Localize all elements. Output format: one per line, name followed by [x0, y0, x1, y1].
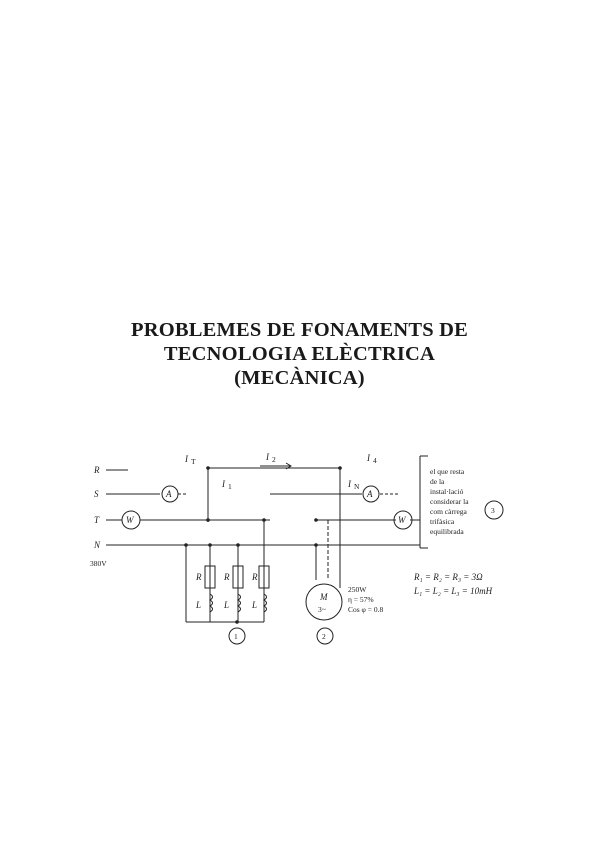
load-1-marker	[228, 627, 246, 645]
svg-text:1: 1	[228, 482, 232, 491]
current-i4-label: I	[366, 453, 371, 463]
wattmeter-2-symbol	[393, 510, 413, 530]
load-2-number: 2	[322, 632, 326, 641]
wattmeter-2-label: W	[398, 515, 407, 525]
inductance-formula: L₁ = L₂ = L₃ = 10mH	[413, 586, 493, 596]
phase-s-label: S	[94, 489, 99, 499]
svg-text:4: 4	[373, 456, 377, 465]
svg-text:N: N	[354, 482, 360, 491]
inductor-2-symbol	[237, 593, 241, 613]
ammeter-2-label: A	[366, 489, 373, 499]
note-line: com càrrega	[430, 507, 468, 516]
motor-power: 250W	[348, 585, 367, 594]
motor-type: 3~	[318, 605, 326, 614]
document-title: PROBLEMES DE FONAMENTS DE TECNOLOGIA ELÈ…	[0, 318, 599, 390]
motor-label: M	[319, 592, 328, 602]
circuit-diagram: R S T N 380V I T I 2 I 4 I 1 I N A W A W…	[90, 452, 504, 645]
current-i1-label: I	[221, 479, 226, 489]
title-line-2: TECNOLOGIA ELÈCTRICA	[163, 343, 436, 365]
ammeter-1-symbol	[161, 485, 179, 503]
inductor-1-symbol	[209, 593, 213, 613]
resistor-1-label: R	[195, 572, 202, 582]
note-line: equilibrada	[430, 527, 464, 536]
svg-text:T: T	[191, 457, 196, 466]
inductor-1-label: L	[195, 600, 201, 610]
resistor-1-symbol	[204, 565, 216, 589]
resistor-2-label: R	[223, 572, 230, 582]
load-2-marker	[316, 627, 334, 645]
load-3-number: 3	[491, 506, 495, 515]
resistor-3-label: R	[251, 572, 258, 582]
current-it-label: I	[184, 454, 189, 464]
ammeter-1-label: A	[165, 489, 172, 499]
note-line: el que resta	[430, 467, 465, 476]
note-line: de la	[430, 477, 445, 486]
resistor-3-symbol	[258, 565, 270, 589]
inductor-3-label: L	[251, 600, 257, 610]
wattmeter-1-label: W	[126, 515, 135, 525]
note-line: instal·lació	[430, 487, 464, 496]
motor-efficiency: η = 57%	[348, 595, 374, 604]
ammeter-2-symbol	[362, 485, 380, 503]
load-1-number: 1	[234, 632, 238, 641]
neutral-label: N	[93, 540, 101, 550]
phase-r-label: R	[93, 465, 100, 475]
title-line-1: PROBLEMES DE FONAMENTS DE	[130, 319, 469, 341]
motor-symbol	[305, 583, 343, 621]
note-line: trifàsica	[430, 517, 455, 526]
title-line-3: (MECÀNICA)	[234, 367, 365, 389]
note-line: considerar la	[430, 497, 469, 506]
voltage-label: 380V	[90, 559, 107, 568]
load-3-marker	[484, 500, 504, 520]
motor-pf: Cos φ = 0.8	[348, 605, 383, 614]
resistor-2-symbol	[232, 565, 244, 589]
svg-text:2: 2	[272, 455, 276, 464]
current-in-label: I	[347, 479, 352, 489]
phase-t-label: T	[94, 515, 100, 525]
inductor-3-symbol	[263, 593, 267, 613]
wattmeter-1-symbol	[121, 510, 141, 530]
resistance-formula: R₁ = R₂ = R₃ = 3Ω	[413, 572, 483, 582]
current-i2-label: I	[265, 452, 270, 462]
inductor-2-label: L	[223, 600, 229, 610]
